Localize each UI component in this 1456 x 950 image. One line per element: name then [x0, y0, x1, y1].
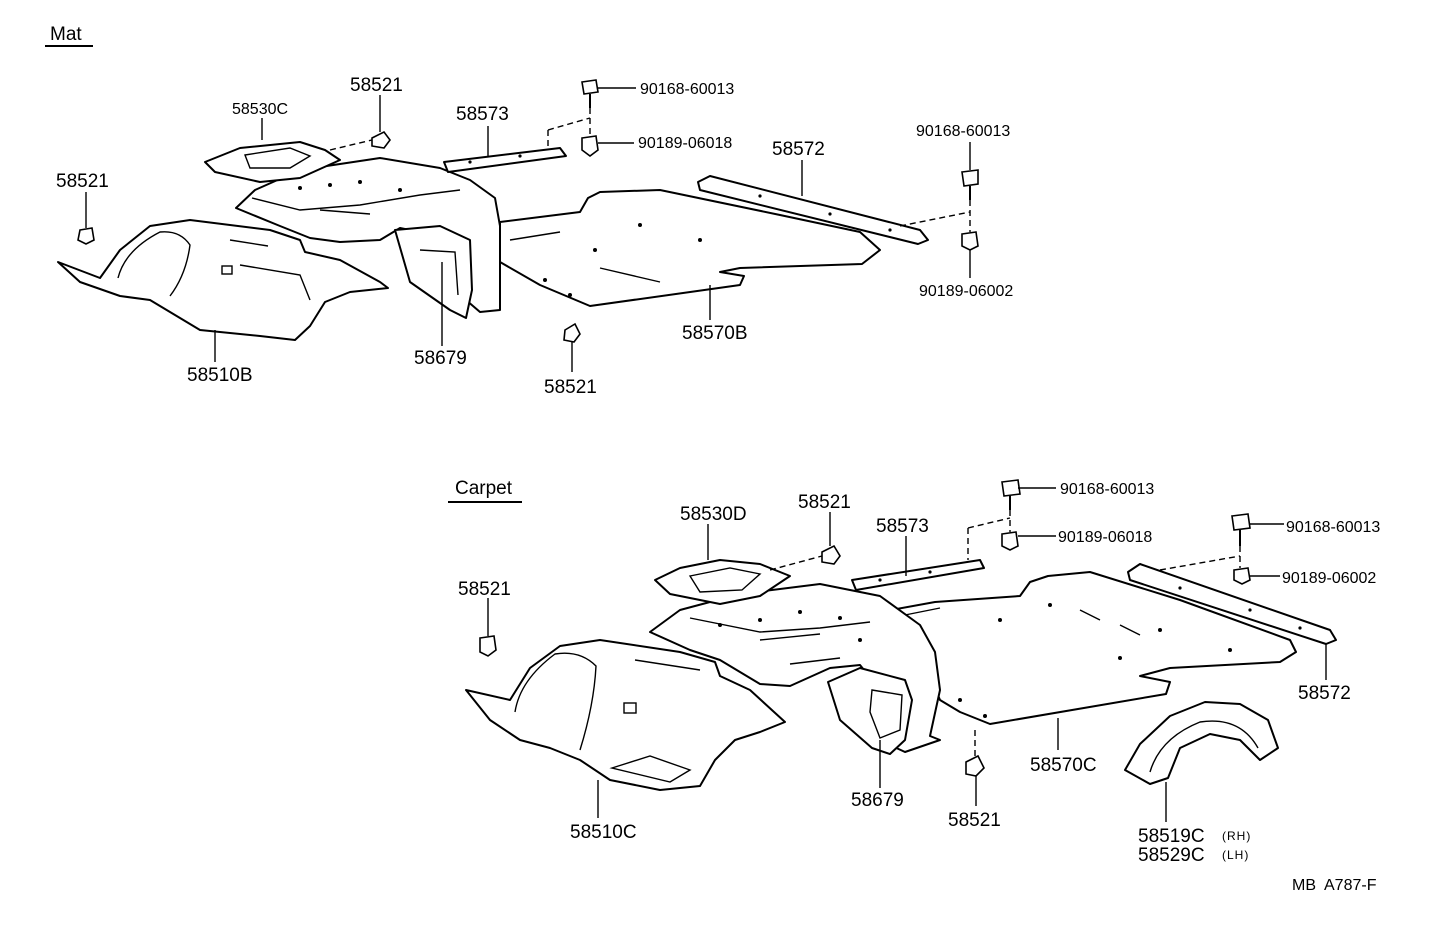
nut-90189-06002-b-carpet — [1233, 567, 1251, 585]
label-58572: 58572 — [772, 139, 825, 160]
label-58570B: 58570B — [682, 323, 748, 344]
screw-90168-60013-a-carpet — [1001, 479, 1021, 510]
label-90168-60013-a-carpet: 90168-60013 — [1060, 481, 1154, 498]
label-90168-60013-a: 90168-60013 — [640, 81, 734, 98]
plate-58572 — [697, 175, 929, 245]
plate-58572-carpet — [1127, 563, 1337, 645]
screw-90168-60013-a — [581, 79, 599, 108]
label-58510C: 58510C — [570, 822, 637, 843]
label-58530C: 58530C — [232, 101, 288, 118]
clip-58521-top-carpet — [821, 544, 841, 565]
cover-58530C — [204, 141, 341, 183]
label-58521-left-carpet: 58521 — [458, 579, 511, 600]
tunnel-carpet — [649, 583, 941, 753]
floor-mat-58570B — [499, 189, 881, 307]
label-rh: (RH) — [1222, 829, 1251, 843]
label-58521-top-carpet: 58521 — [798, 492, 851, 513]
label-58570C: 58570C — [1030, 755, 1097, 776]
plate-58573 — [443, 147, 567, 173]
label-58530D: 58530D — [680, 504, 747, 525]
label-90168-60013-b: 90168-60013 — [916, 123, 1010, 140]
label-58521-top: 58521 — [350, 75, 403, 96]
cover-58530D — [654, 559, 791, 605]
label-58679: 58679 — [414, 348, 467, 369]
clip-58521-left — [77, 227, 95, 245]
clip-58521-left-carpet — [479, 635, 497, 657]
front-mat-58510B — [57, 219, 389, 341]
label-90168-60013-b-carpet: 90168-60013 — [1286, 519, 1380, 536]
label-58521-left: 58521 — [56, 171, 109, 192]
label-58529C: 58529C — [1138, 845, 1205, 866]
screw-90168-60013-b — [961, 169, 979, 200]
floor-carpet-58570C — [879, 571, 1297, 725]
clip-58521-bottom-carpet — [965, 754, 985, 777]
nut-90189-06018-a-carpet — [1001, 531, 1019, 551]
label-90189-06018-a: 90189-06018 — [638, 135, 732, 152]
section-title-mat: Mat — [50, 24, 82, 45]
nut-90189-06002-b — [961, 231, 979, 251]
front-carpet-58510C — [465, 639, 786, 791]
clip-58521-top — [371, 130, 391, 149]
wheelhouse-cover-58519C — [1124, 701, 1279, 785]
label-58521-bottom-carpet: 58521 — [948, 810, 1001, 831]
label-90189-06018-a-carpet: 90189-06018 — [1058, 529, 1152, 546]
label-58573: 58573 — [456, 104, 509, 125]
label-90189-06002-b-carpet: 90189-06002 — [1282, 570, 1376, 587]
side-panel-58679 — [394, 225, 473, 319]
mat-section: Mat — [45, 24, 1013, 398]
label-58679-carpet: 58679 — [851, 790, 904, 811]
label-58519C: 58519C — [1138, 826, 1205, 847]
tunnel-mat — [235, 157, 501, 313]
label-58521-bottom: 58521 — [544, 377, 597, 398]
plate-58573-carpet — [851, 559, 985, 591]
nut-90189-06018-a — [581, 135, 599, 157]
label-58510B: 58510B — [187, 365, 253, 386]
label-lh: (LH) — [1222, 848, 1249, 862]
carpet-section: Carpet — [448, 478, 1380, 866]
label-58573-carpet: 58573 — [876, 516, 929, 537]
label-90189-06002-b: 90189-06002 — [919, 283, 1013, 300]
clip-58521-bottom — [563, 322, 581, 343]
diagram-code: MB A787-F — [1292, 877, 1377, 894]
screw-90168-60013-b-carpet — [1231, 513, 1251, 546]
label-58572-carpet: 58572 — [1298, 683, 1351, 704]
section-title-carpet: Carpet — [455, 478, 513, 499]
